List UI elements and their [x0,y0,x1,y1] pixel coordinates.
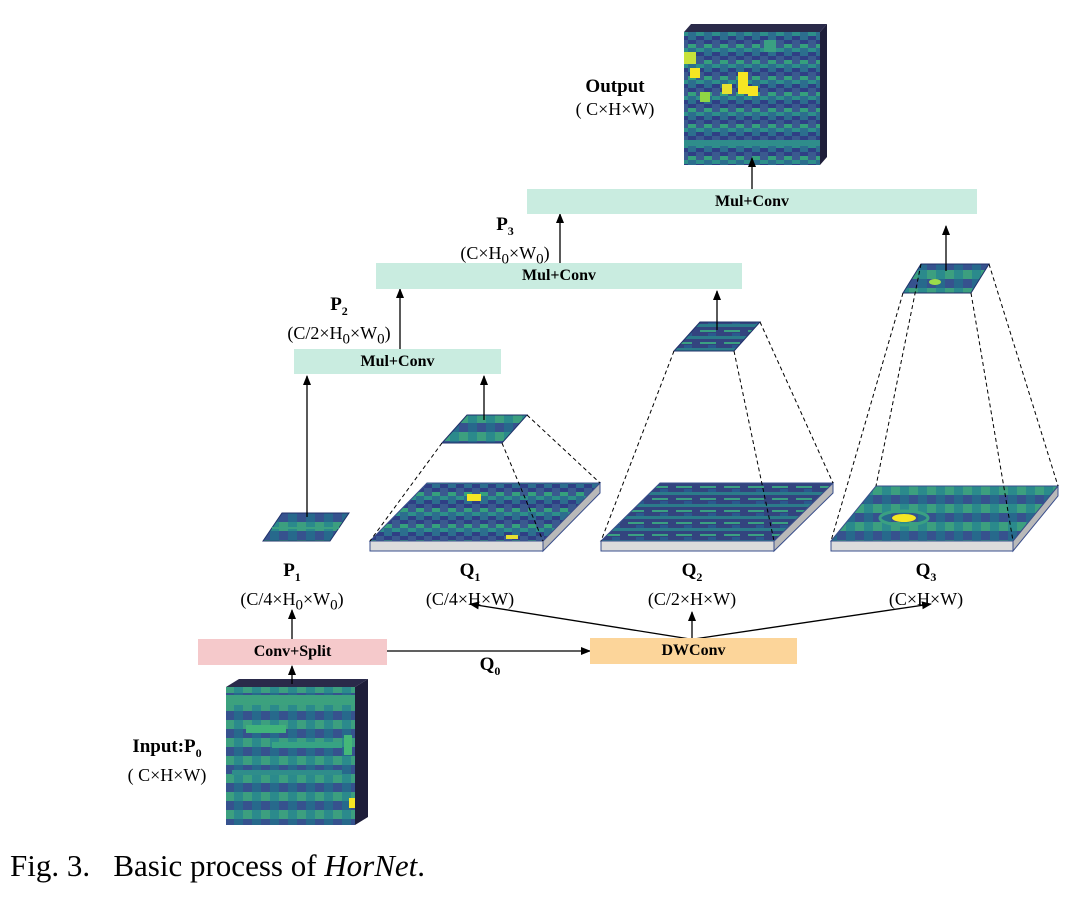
p1-title-sub: 1 [294,569,301,584]
arrow-dwconv-to-q3 [693,601,932,640]
dwconv-block: DWConv [590,638,797,664]
q3-label: Q3 (C×H×W) [866,560,986,610]
q3-title-sub: 3 [930,569,937,584]
q3-projection-lines [830,263,1059,542]
q3-title: Q3 [866,560,986,588]
q0-label: Q0 [470,654,510,682]
q1-title-main: Q [459,560,475,581]
q0-title-main: Q [479,654,495,675]
p2-label: P2 (C/2×H0×W0) [264,294,414,350]
q1-title-sub: 1 [474,569,481,584]
p3-label: P3 (C×H0×W0) [440,214,570,270]
input-dims: ( C×H×W) [127,764,207,785]
q2-title-sub: 2 [696,569,703,584]
p3-title-sub: 3 [507,223,514,238]
p2-title-sub: 2 [341,303,348,318]
output-label: Output ( C×H×W) [555,76,675,120]
q2-projection-lines [600,321,834,542]
q2-dims: (C/2×H×W) [647,588,737,609]
caption-suffix: . [417,848,426,883]
q3-dims: (C×H×W) [888,588,964,609]
output-dims: ( C×H×W) [575,99,655,119]
arrow-dwconv-to-q1 [469,601,691,640]
mul-conv-block-2: Mul+Conv [376,263,742,289]
p3-title-main: P [496,214,508,235]
q3-title-main: Q [915,560,931,581]
q2-slab [599,481,835,553]
input-title-main: Input:P [132,736,196,757]
input-title: Input:P0 [112,736,222,764]
conv-split-block: Conv+Split [198,639,387,665]
caption-prefix: Fig. 3. [10,848,91,883]
p1-feature-map [262,512,350,542]
q2-title: Q2 [632,560,752,588]
caption-italic: HorNet [324,848,418,883]
q1-label: Q1 (C/4×H×W) [410,560,530,610]
q1-dims: (C/4×H×W) [425,588,515,609]
input-feature-map [226,679,368,825]
output-title: Output [585,76,645,97]
p2-dims: (C/2×H0×W0) [287,322,391,348]
p1-dims: (C/4×H0×W0) [240,588,344,614]
p3-title: P3 [440,214,570,242]
p1-label: P1 (C/4×H0×W0) [222,560,362,616]
input-title-sub: 0 [195,745,202,760]
figure-caption: Fig. 3. Basic process of HorNet. [10,848,425,884]
mul-conv-block-3: Mul+Conv [527,189,977,214]
q2-title-main: Q [681,560,697,581]
output-feature-map [684,24,827,165]
q1-title: Q1 [410,560,530,588]
q1-projection-lines [369,414,601,542]
q2-label: Q2 (C/2×H×W) [632,560,752,610]
arrows [288,157,950,684]
p1-title: P1 [222,560,362,588]
q1-slab [368,481,602,553]
p1-title-main: P [283,560,295,581]
input-label: Input:P0 ( C×H×W) [112,736,222,786]
p3-dims: (C×H0×W0) [460,242,550,268]
q0-title: Q0 [470,654,510,682]
caption-text: Basic process of [113,848,325,883]
p2-title-main: P [330,294,342,315]
q3-slab [829,484,1060,553]
mul-conv-block-1: Mul+Conv [294,349,501,374]
q0-title-sub: 0 [494,663,501,678]
p2-title: P2 [264,294,414,322]
